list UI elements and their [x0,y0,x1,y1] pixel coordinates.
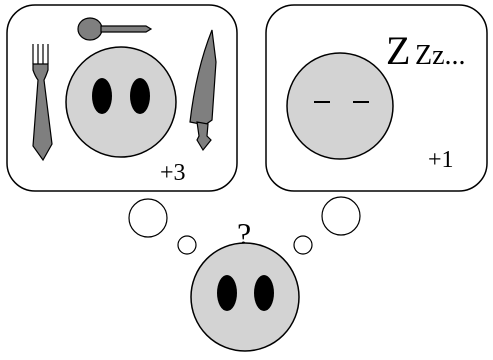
sleep-z-large: Z [386,28,410,73]
thought-dot-left-small [177,235,197,255]
thought-dot-right-large [321,196,361,236]
eat-option-panel: +3 [6,4,238,192]
spoon-icon [77,17,153,41]
knife-icon [189,29,217,152]
plate-eye-left [92,78,112,114]
sleeping-face [286,52,394,160]
agent-eye-left [217,275,237,311]
fork-icon [32,44,53,162]
agent-eye-right [254,275,274,311]
thought-dot-right-small [293,235,313,255]
thought-dot-left-large [128,198,168,238]
plate-face [65,46,177,158]
plate-eye-right [130,78,150,114]
sleep-z-small: Zz... [415,40,466,71]
agent-face [190,242,300,352]
sleep-score: +1 [428,147,454,173]
plate-icon [65,46,177,158]
agent-face-head [190,242,300,352]
sleeping-face-head [286,52,394,160]
thought-bubble-icon [128,196,361,255]
sleep-zzz-icon: Z Zz... [386,28,466,73]
sleep-option-panel: Z Zz... +1 [265,4,488,192]
eat-score: +3 [160,160,186,186]
